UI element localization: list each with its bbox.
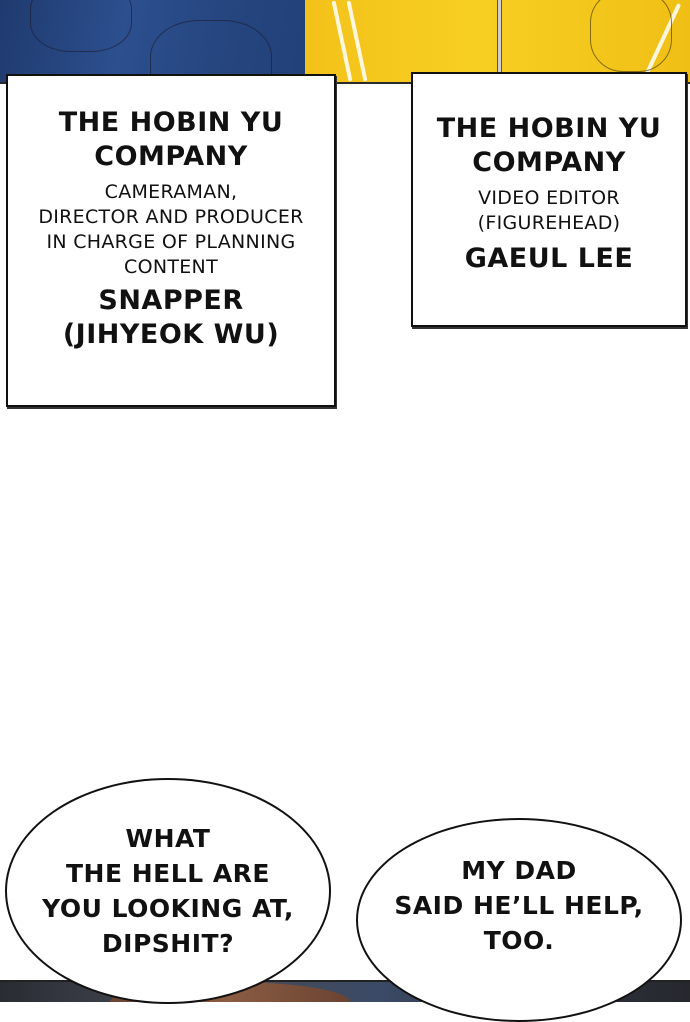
speech-line: YOU LOOKING AT, xyxy=(42,894,294,923)
company-line: THE HOBIN YU xyxy=(58,107,284,138)
company-title: THE HOBIN YU COMPANY xyxy=(8,106,334,174)
jacket-zipper xyxy=(497,0,502,82)
role-line: CONTENT xyxy=(124,256,218,278)
role-line: (FIGUREHEAD) xyxy=(477,212,621,234)
company-line: COMPANY xyxy=(472,147,626,178)
name-line: (JIHYEOK WU) xyxy=(62,319,280,350)
speech-line: WHAT xyxy=(125,824,211,853)
speech-line: THE HELL ARE xyxy=(66,859,270,888)
speech-line: SAID HE’LL HELP, xyxy=(394,890,644,920)
role-description: CAMERAMAN, DIRECTOR AND PRODUCER IN CHAR… xyxy=(8,180,334,280)
speech-bubble-left: WHAT THE HELL ARE YOU LOOKING AT, DIPSHI… xyxy=(5,778,331,1004)
ink-line-decor xyxy=(150,20,272,82)
caption-box-snapper: THE HOBIN YU COMPANY CAMERAMAN, DIRECTOR… xyxy=(6,74,336,407)
top-panel-artwork xyxy=(0,0,690,84)
speech-bubble-right: MY DAD SAID HE’LL HELP, TOO. xyxy=(356,818,682,1022)
ink-line-decor xyxy=(590,0,672,72)
speech-line: MY DAD xyxy=(461,855,577,885)
speech-line: DIPSHIT? xyxy=(101,929,235,958)
company-title: THE HOBIN YU COMPANY xyxy=(413,112,685,180)
role-line: VIDEO EDITOR xyxy=(478,187,620,209)
person-name: GAEUL LEE xyxy=(413,242,685,276)
role-line: DIRECTOR AND PRODUCER xyxy=(38,206,304,228)
ink-line-decor xyxy=(30,0,132,52)
name-line: GAEUL LEE xyxy=(464,243,634,274)
company-line: COMPANY xyxy=(94,141,248,172)
role-line: CAMERAMAN, xyxy=(104,181,238,203)
caption-box-gaeul-lee: THE HOBIN YU COMPANY VIDEO EDITOR (FIGUR… xyxy=(411,72,687,327)
person-name: SNAPPER (JIHYEOK WU) xyxy=(8,284,334,352)
speech-line: TOO. xyxy=(483,925,555,955)
name-line: SNAPPER xyxy=(98,285,244,316)
role-line: IN CHARGE OF PLANNING xyxy=(46,231,296,253)
company-line: THE HOBIN YU xyxy=(436,113,662,144)
role-description: VIDEO EDITOR (FIGUREHEAD) xyxy=(413,186,685,236)
